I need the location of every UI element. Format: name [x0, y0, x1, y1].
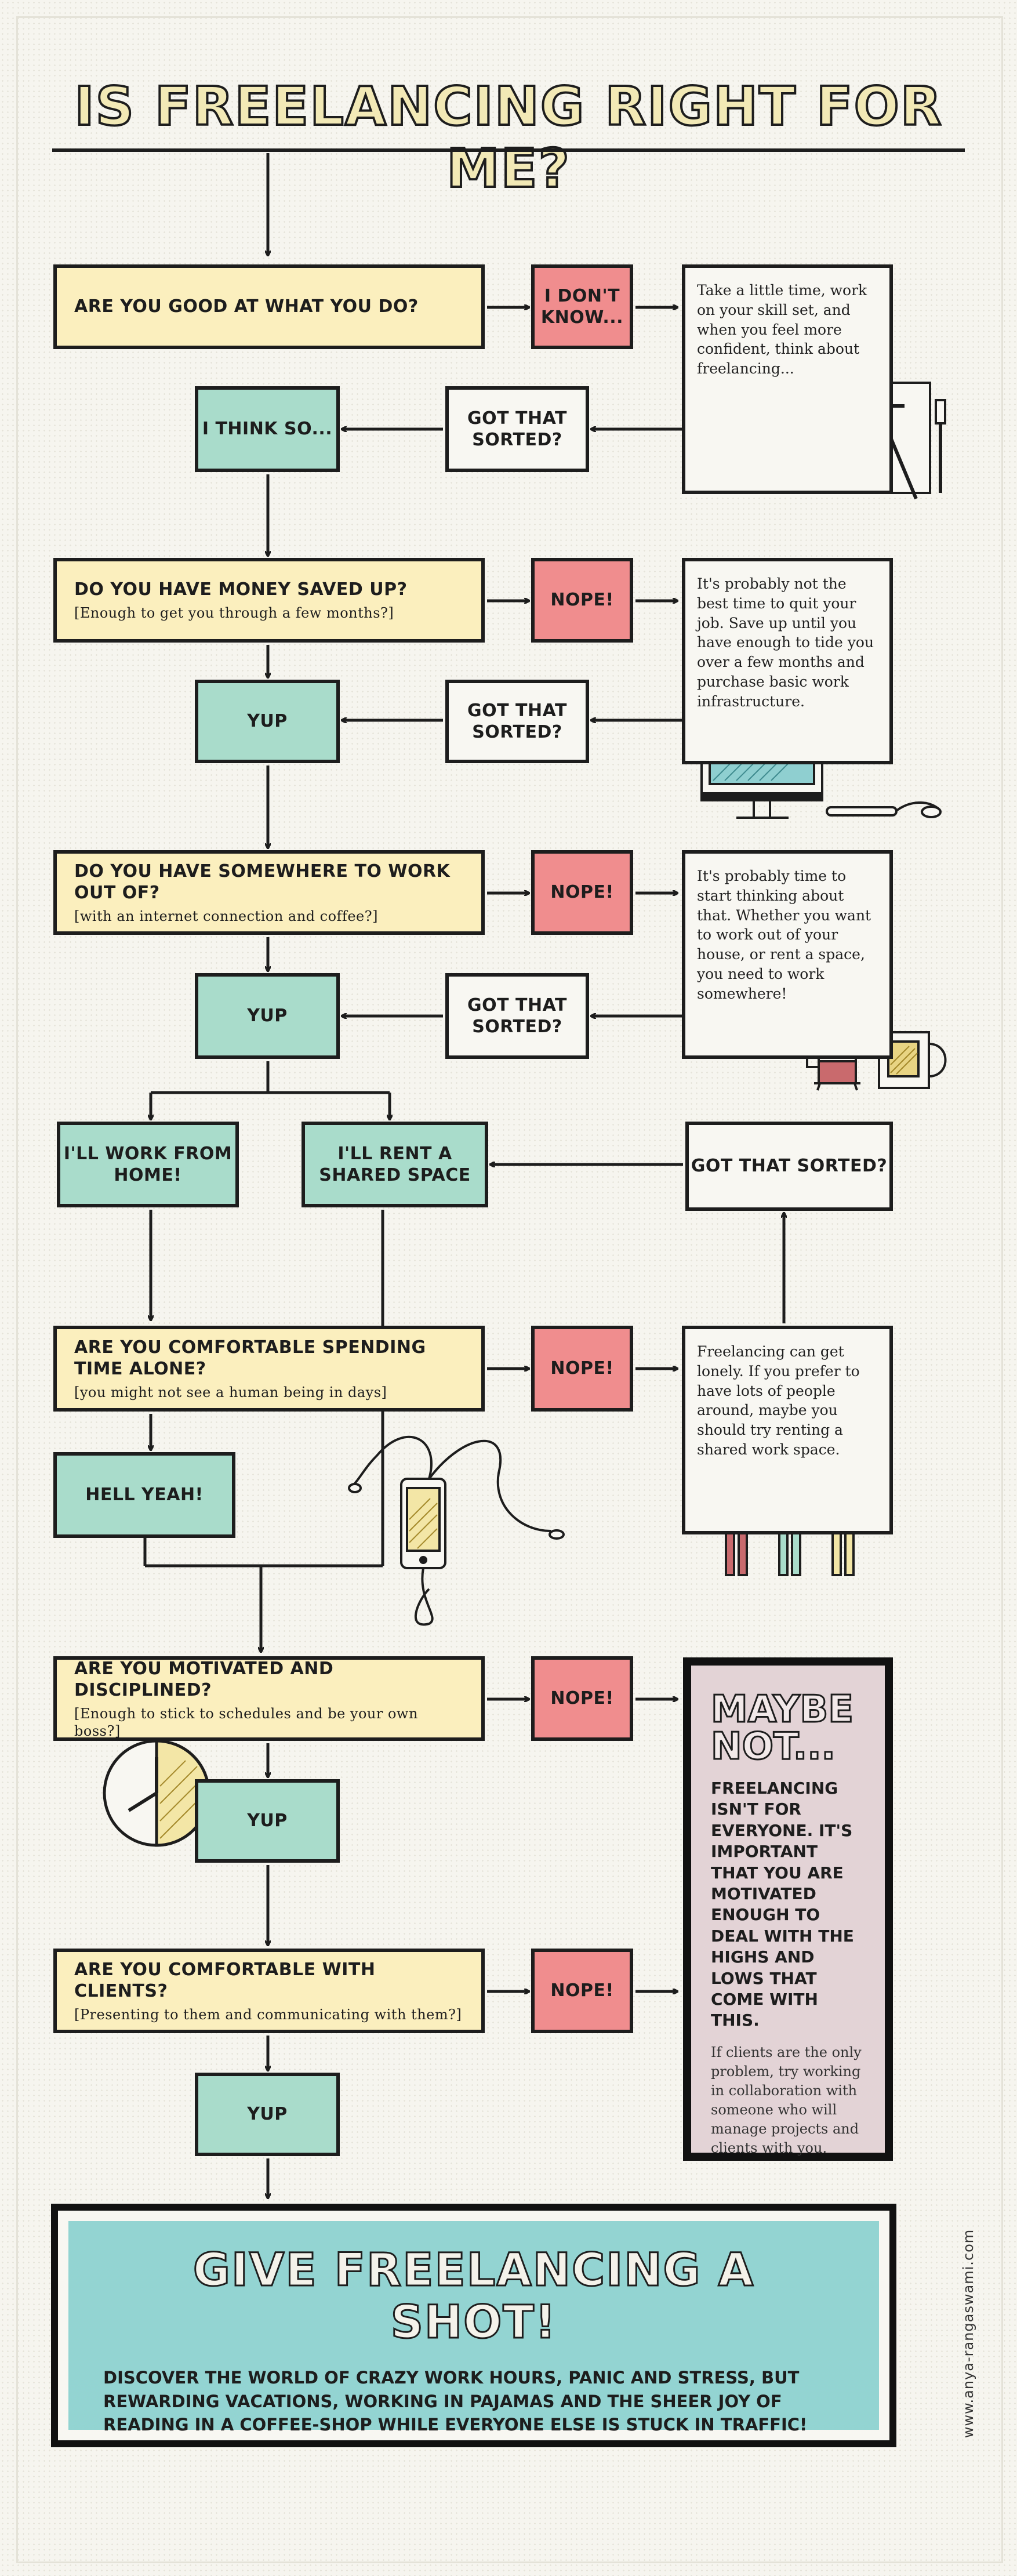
- question-workspace: DO YOU HAVE SOMEWHERE TO WORK OUT OF? [wi…: [53, 850, 485, 935]
- answer-yup-money-label: YUP: [247, 711, 288, 732]
- credit-column: www.anya-rangaswami.com: [951, 2215, 976, 2459]
- question-money: DO YOU HAVE MONEY SAVED UP? [Enough to ge…: [53, 558, 485, 643]
- answer-yup-clients-label: YUP: [247, 2104, 288, 2125]
- question-motivated-sub: [Enough to stick to schedules and be you…: [74, 1705, 418, 1739]
- question-clients-sub: [Presenting to them and communicating wi…: [74, 2006, 462, 2023]
- answer-hell-yeah-label: HELL YEAH!: [85, 1485, 204, 1505]
- answer-yup-money: YUP: [195, 680, 340, 763]
- answer-yup-motivated: YUP: [195, 1779, 340, 1863]
- question-alone: ARE YOU COMFORTABLE SPENDING TIME ALONE?…: [53, 1326, 485, 1412]
- final-body: DISCOVER THE WORLD OF CRAZY WORK HOURS, …: [103, 2368, 808, 2435]
- answer-dont-know: I DON'T KNOW...: [531, 264, 633, 349]
- smartphone-earphones-icon: [348, 1436, 565, 1626]
- question-money-text: DO YOU HAVE MONEY SAVED UP?: [74, 579, 408, 600]
- answer-nope-motivated-label: NOPE!: [550, 1688, 614, 1709]
- credit-url: www.anya-rangaswami.com: [960, 2229, 976, 2439]
- clock-icon: [103, 1739, 210, 1847]
- question-clients-text: ARE YOU COMFORTABLE WITH CLIENTS?: [74, 1959, 376, 2002]
- note-workspace-text: It's probably time to start thinking abo…: [697, 868, 871, 1002]
- note-money: It's probably not the best time to quit …: [682, 558, 893, 764]
- answer-nope-clients: NOPE!: [531, 1949, 633, 2033]
- question-skill-text: ARE YOU GOOD AT WHAT YOU DO?: [74, 296, 419, 317]
- page-title: IS FREELANCING RIGHT FOR ME?: [73, 74, 943, 201]
- answer-hell-yeah: HELL YEAH!: [53, 1452, 235, 1538]
- got-that-sorted-2: GOT THAT SORTED?: [445, 680, 589, 763]
- note-money-text: It's probably not the best time to quit …: [697, 575, 874, 710]
- answer-nope-money-label: NOPE!: [550, 590, 614, 611]
- got-that-sorted-shared-label: GOT THAT SORTED?: [691, 1156, 888, 1177]
- answer-nope-alone-label: NOPE!: [550, 1358, 614, 1379]
- question-money-sub: [Enough to get you through a few months?…: [74, 604, 394, 621]
- answer-i-think-so: I THINK SO...: [195, 386, 340, 472]
- got-that-sorted-1: GOT THAT SORTED?: [445, 386, 589, 472]
- answer-nope-alone: NOPE!: [531, 1326, 633, 1412]
- note-skill: Take a little time, work on your skill s…: [682, 264, 893, 494]
- option-work-from-home-label: I'LL WORK FROM HOME!: [63, 1143, 233, 1186]
- got-that-sorted-3: GOT THAT SORTED?: [445, 973, 589, 1059]
- question-alone-text: ARE YOU COMFORTABLE SPENDING TIME ALONE?: [74, 1337, 426, 1380]
- maybe-not-small-text: If clients are the only problem, try wor…: [711, 2044, 862, 2157]
- note-skill-text: Take a little time, work on your skill s…: [697, 282, 867, 377]
- title-rule: [52, 148, 965, 152]
- option-work-from-home: I'LL WORK FROM HOME!: [57, 1122, 239, 1207]
- answer-nope-clients-label: NOPE!: [550, 1980, 614, 2001]
- got-that-sorted-shared: GOT THAT SORTED?: [685, 1122, 893, 1211]
- option-rent-shared-space-label: I'LL RENT A SHARED SPACE: [319, 1143, 471, 1186]
- got-that-sorted-3-label: GOT THAT SORTED?: [467, 995, 567, 1037]
- note-workspace: It's probably time to start thinking abo…: [682, 850, 893, 1059]
- answer-yup-workspace-label: YUP: [247, 1006, 288, 1026]
- maybe-not-bold-text: FREELANCING ISN'T FOR EVERYONE. IT'S IMP…: [711, 1779, 854, 2030]
- question-alone-sub: [you might not see a human being in days…: [74, 1384, 387, 1401]
- final-banner-inner: GIVE FREELANCING A SHOT! DISCOVER THE WO…: [68, 2221, 879, 2434]
- answer-yup-motivated-label: YUP: [247, 1811, 288, 1831]
- question-motivated: ARE YOU MOTIVATED AND DISCIPLINED? [Enoug…: [53, 1656, 485, 1741]
- question-workspace-sub: [with an internet connection and coffee?…: [74, 908, 378, 924]
- answer-yup-workspace: YUP: [195, 973, 340, 1059]
- got-that-sorted-1-label: GOT THAT SORTED?: [467, 408, 567, 451]
- coffee-mug-icon: [878, 1031, 947, 1089]
- question-skill: ARE YOU GOOD AT WHAT YOU DO?: [53, 264, 485, 349]
- question-clients: ARE YOU COMFORTABLE WITH CLIENTS? [Presen…: [53, 1949, 485, 2033]
- final-banner: GIVE FREELANCING A SHOT! DISCOVER THE WO…: [51, 2204, 896, 2447]
- answer-yup-clients: YUP: [195, 2073, 340, 2156]
- page-frame: [16, 16, 1003, 2563]
- maybe-not-panel: MAYBE NOT... FREELANCING ISN'T FOR EVERY…: [683, 1657, 893, 2161]
- question-motivated-text: ARE YOU MOTIVATED AND DISCIPLINED?: [74, 1658, 334, 1701]
- answer-nope-money: NOPE!: [531, 558, 633, 643]
- final-headline: GIVE FREELANCING A SHOT!: [192, 2244, 755, 2350]
- answer-nope-workspace-label: NOPE!: [550, 882, 614, 903]
- got-that-sorted-2-label: GOT THAT SORTED?: [467, 700, 567, 743]
- option-rent-shared-space: I'LL RENT A SHARED SPACE: [302, 1122, 488, 1207]
- answer-dont-know-label: I DON'T KNOW...: [540, 285, 624, 328]
- note-alone-text: Freelancing can get lonely. If you prefe…: [697, 1343, 860, 1458]
- note-alone: Freelancing can get lonely. If you prefe…: [682, 1326, 893, 1534]
- answer-nope-workspace: NOPE!: [531, 850, 633, 935]
- question-workspace-text: DO YOU HAVE SOMEWHERE TO WORK OUT OF?: [74, 861, 451, 904]
- answer-i-think-so-label: I THINK SO...: [202, 419, 333, 440]
- answer-nope-motivated: NOPE!: [531, 1656, 633, 1741]
- maybe-not-title: MAYBE NOT...: [710, 1688, 855, 1768]
